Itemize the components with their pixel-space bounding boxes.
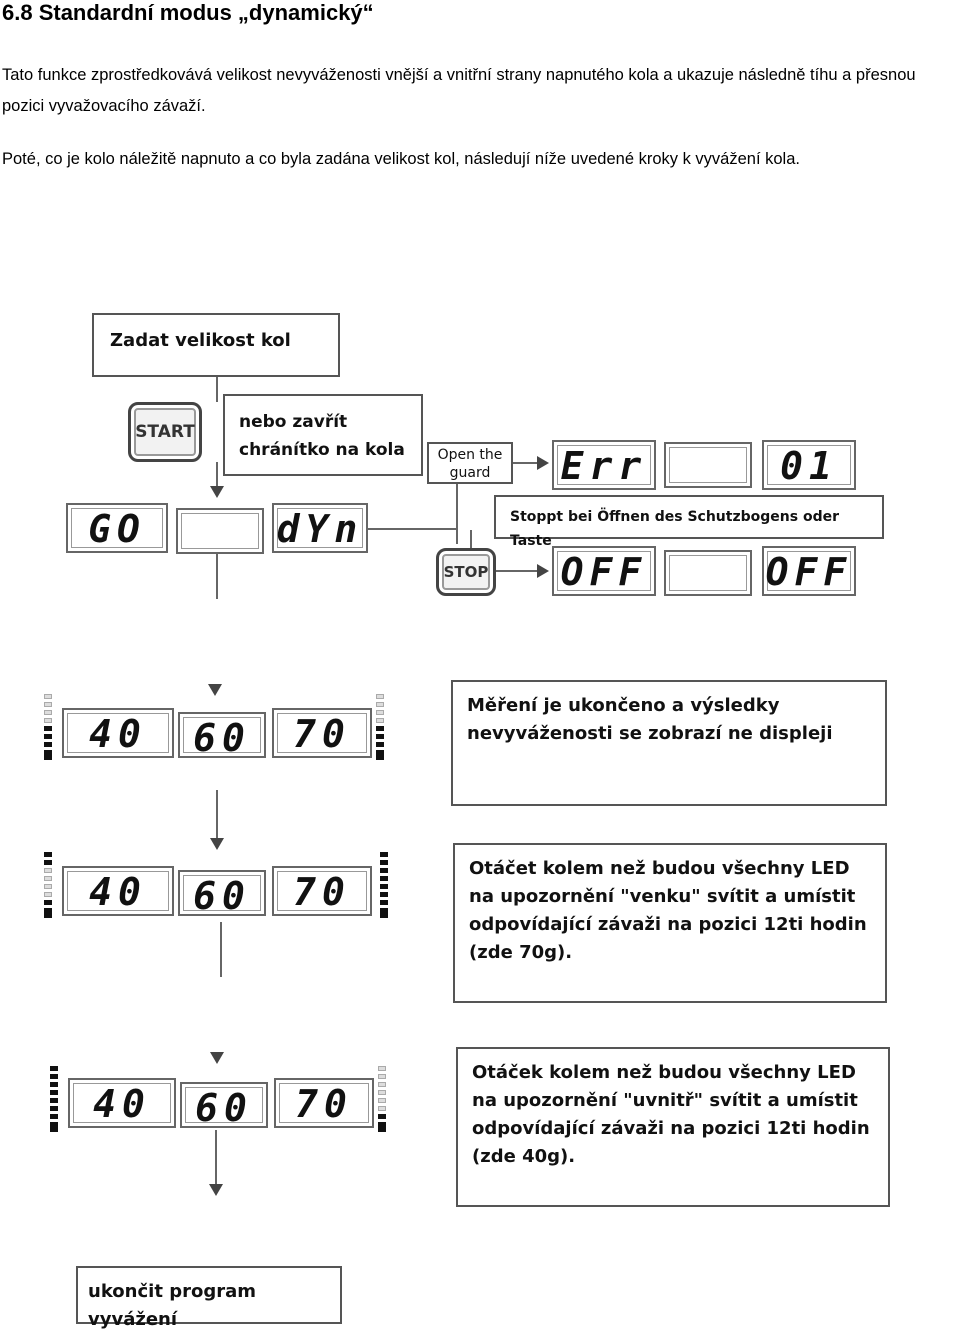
result-left: 40 (68, 1078, 176, 1128)
or-close-guard-box: nebo zavřít chránítko na kola (223, 394, 423, 476)
led-indicator-right (376, 694, 384, 760)
stop-message-box: Stoppt bei Öffnen des Schutzbogens oder … (494, 495, 884, 549)
arrow-down-icon (209, 1184, 223, 1196)
led-indicator-left (44, 852, 52, 918)
stop-button[interactable]: STOP (436, 548, 496, 596)
connector-line (513, 462, 538, 464)
result-left: 40 (62, 866, 174, 916)
display-off-right: OFF (762, 546, 856, 596)
result-right: 70 (272, 708, 372, 758)
end-program-box: ukončit program vyvážení (76, 1266, 342, 1330)
connector-line (220, 922, 222, 977)
step1-text-box: Měření je ukončeno a výsledky nevyváženo… (451, 680, 887, 806)
step3-text-box: Otáček kolem než budou všechny LED na up… (456, 1047, 890, 1207)
intro-paragraph: Tato funkce zprostředkovává velikost nev… (2, 66, 916, 115)
display-dyn: dYn (272, 503, 368, 553)
arrow-down-icon (210, 1052, 224, 1064)
connector-line (368, 528, 456, 530)
display-blank (664, 442, 752, 488)
arrow-down-icon (210, 486, 224, 498)
step2-text-box: Otáčet kolem než budou všechny LED na up… (453, 843, 887, 1003)
arrow-down-icon (208, 684, 222, 696)
result-right: 70 (272, 866, 372, 916)
result-center: 60 (178, 870, 266, 918)
open-guard-box: Open the guard (427, 442, 513, 484)
arrow-right-icon (537, 564, 549, 578)
led-indicator-right (378, 1066, 386, 1132)
display-blank (664, 550, 752, 596)
result-center: 60 (180, 1082, 268, 1130)
led-indicator-left (50, 1066, 58, 1132)
connector-line (216, 462, 218, 487)
display-blank (176, 508, 264, 554)
display-err-code: 01 (762, 440, 856, 490)
connector-line (216, 377, 218, 402)
enter-size-box: Zadat velikost kol (92, 313, 340, 377)
led-indicator-left (44, 694, 52, 760)
connector-line (496, 570, 538, 572)
display-off-left: OFF (552, 546, 656, 596)
connector-line (216, 554, 218, 599)
section-heading: 6.8 Standardní modus „dynamický“ (2, 0, 374, 25)
result-right: 70 (274, 1078, 374, 1128)
connector-line (215, 1130, 217, 1185)
arrow-right-icon (537, 456, 549, 470)
connector-line (470, 530, 472, 550)
led-indicator-right (380, 852, 388, 918)
connector-line (216, 790, 218, 840)
display-err: Err (552, 440, 656, 490)
steps-paragraph: Poté, co je kolo náležitě napnuto a co b… (2, 150, 800, 168)
result-center: 60 (178, 712, 266, 760)
arrow-down-icon (210, 838, 224, 850)
result-left: 40 (62, 708, 174, 758)
connector-line (456, 484, 458, 544)
start-button[interactable]: START (128, 402, 202, 462)
display-go: GO (66, 503, 168, 553)
